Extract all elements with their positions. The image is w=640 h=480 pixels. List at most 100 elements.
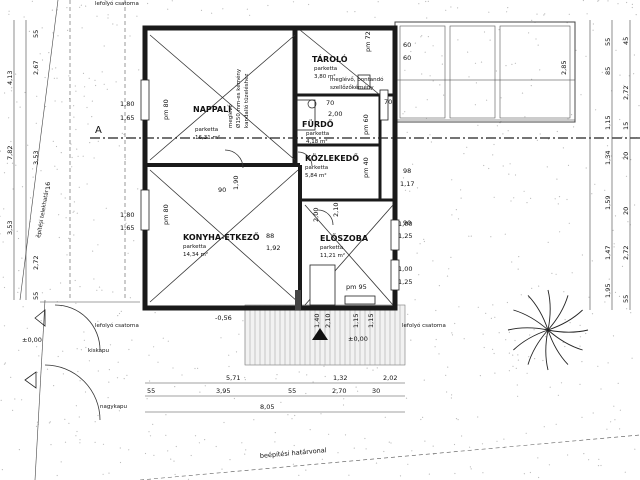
stipple-dot	[610, 155, 612, 157]
stipple-dot	[402, 177, 405, 179]
stipple-dot	[174, 386, 176, 388]
pm72: pm 72	[364, 31, 372, 52]
stipple-dot	[320, 413, 322, 415]
stipple-dot	[451, 214, 453, 216]
toilet-icon	[307, 99, 317, 109]
dim-left-267: 2,67	[32, 61, 40, 75]
room-nappali-name: NAPPALI	[193, 105, 231, 114]
stipple-dot	[492, 304, 494, 306]
stipple-dot	[60, 461, 62, 463]
stipple-dot	[102, 473, 104, 475]
dim-ri-125b: 1,25	[398, 278, 412, 286]
stipple-dot	[592, 29, 594, 31]
stipple-dot	[612, 229, 614, 231]
stipple-dot	[469, 466, 471, 468]
stipple-dot	[446, 391, 448, 393]
stipple-dot	[613, 243, 615, 245]
tree-branch	[547, 329, 583, 351]
stipple-dot	[365, 448, 367, 450]
stipple-dot	[411, 450, 413, 452]
stipple-dot	[16, 230, 18, 232]
stipple-dot	[138, 69, 140, 71]
stipple-dot	[619, 409, 622, 411]
stipple-dot	[432, 80, 434, 82]
dim-ro-95: 1,95	[604, 284, 612, 298]
plot-boundary-left-lower	[34, 299, 46, 480]
stipple-dot	[76, 348, 78, 350]
downpipe-note-top: lefolyó csatorna	[95, 0, 139, 7]
stipple-dot	[432, 260, 434, 262]
stipple-dot	[112, 291, 114, 293]
stipple-dot	[628, 75, 630, 77]
stipple-dot	[529, 471, 532, 474]
stipple-dot	[36, 421, 39, 423]
stipple-dot	[528, 297, 530, 299]
stipple-dot	[21, 399, 23, 401]
stipple-dot	[57, 355, 59, 358]
stipple-dot	[518, 256, 520, 258]
room-eloszoba-floor: parketta	[320, 245, 343, 251]
stipple-dot	[450, 6, 452, 8]
stipple-dot	[494, 316, 496, 318]
stipple-dot	[15, 73, 17, 75]
stipple-dot	[154, 312, 156, 314]
stipple-dot	[479, 375, 481, 377]
stipple-dot	[71, 156, 73, 159]
stipple-dot	[457, 419, 459, 421]
stipple-dot	[404, 111, 406, 113]
dim-ri-60b: 60	[403, 54, 411, 62]
stipple-dot	[410, 50, 412, 53]
stipple-dot	[372, 369, 374, 371]
dim-ro-272a: 2,72	[622, 86, 630, 100]
stipple-dot	[548, 464, 551, 466]
bath-fixture	[294, 99, 316, 131]
stipple-dot	[27, 144, 29, 146]
chimney-note-1: meglévő	[227, 104, 234, 128]
dim-in-115b: 1,15	[367, 314, 375, 328]
stipple-dot	[505, 65, 507, 67]
stipple-dot	[502, 133, 504, 135]
stipple-dot	[354, 11, 356, 13]
stipple-dot	[432, 445, 434, 447]
stipple-dot	[81, 27, 83, 29]
stipple-dot	[3, 172, 6, 174]
stipple-dot	[585, 55, 587, 57]
stipple-dot	[127, 252, 129, 254]
stipple-dot	[85, 5, 87, 7]
stipple-dot	[562, 341, 564, 343]
stipple-dot	[420, 36, 422, 38]
stipple-dot	[121, 132, 123, 134]
stipple-dot	[82, 72, 85, 74]
stipple-dot	[124, 158, 126, 160]
stipple-dot	[539, 69, 541, 71]
stipple-dot	[376, 367, 378, 369]
stipple-dot	[76, 212, 78, 214]
stipple-dot	[12, 409, 14, 411]
stipple-dot	[91, 100, 93, 102]
pm40: pm 40	[362, 157, 370, 178]
stipple-dot	[482, 333, 484, 335]
nagykapu-icon	[24, 371, 37, 389]
stipple-dot	[137, 188, 139, 190]
stipple-dot	[223, 421, 225, 424]
stipple-dot	[418, 3, 420, 5]
stipple-dot	[533, 329, 535, 331]
window-eloszoba-2	[390, 259, 400, 291]
stipple-dot	[366, 367, 368, 369]
stipple-dot	[402, 113, 404, 115]
stipple-dot	[198, 442, 200, 444]
stipple-dot	[634, 448, 636, 450]
stipple-dot	[75, 435, 77, 437]
stipple-dot	[175, 445, 177, 448]
nagykapu-note: nagykapu	[100, 404, 127, 410]
tree-branch	[547, 329, 569, 365]
dim-in-200a: 2,00	[328, 110, 342, 118]
stipple-dot	[337, 452, 339, 454]
stipple-dot	[502, 165, 504, 167]
window-front	[344, 295, 376, 305]
stipple-dot	[98, 286, 101, 288]
stipple-dot	[439, 84, 441, 86]
stipple-dot	[625, 175, 628, 177]
stipple-dot	[466, 146, 468, 148]
dim-ro-115: 1,15	[604, 116, 612, 130]
